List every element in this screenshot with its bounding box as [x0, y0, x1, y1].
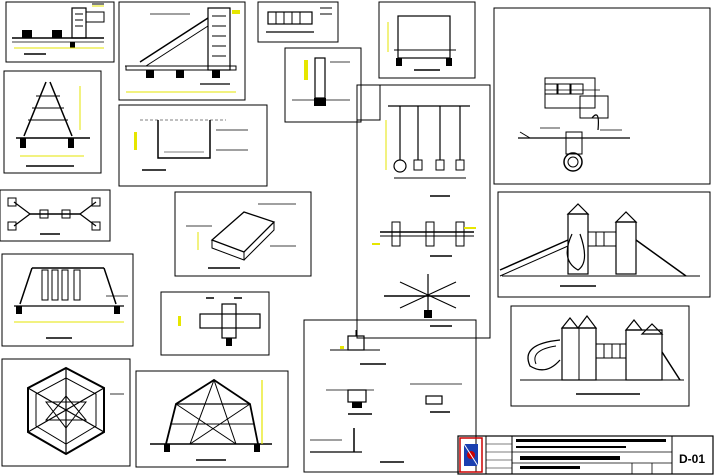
detail-panel-18 — [510, 305, 690, 407]
detail-panel-8 — [118, 104, 268, 187]
detail-panel-10 — [0, 189, 111, 242]
detail-panel-16 — [303, 319, 477, 473]
detail-panel-9 — [356, 84, 491, 339]
detail-panel-1 — [5, 1, 115, 63]
detail-panel-6 — [493, 7, 711, 185]
detail-panel-17 — [497, 191, 711, 298]
sheet-number: D-01 — [679, 452, 705, 466]
detail-panel-5 — [378, 1, 476, 79]
title-block: D-01 — [457, 435, 714, 475]
detail-panel-3 — [257, 1, 339, 43]
detail-panel-15 — [135, 370, 289, 468]
detail-panel-7 — [3, 70, 102, 174]
detail-panel-11 — [174, 191, 312, 277]
detail-panel-2 — [118, 1, 246, 101]
detail-panel-14 — [1, 358, 131, 467]
title-block-logo — [459, 437, 483, 473]
detail-panel-13 — [160, 291, 270, 356]
detail-panel-12 — [1, 253, 134, 347]
